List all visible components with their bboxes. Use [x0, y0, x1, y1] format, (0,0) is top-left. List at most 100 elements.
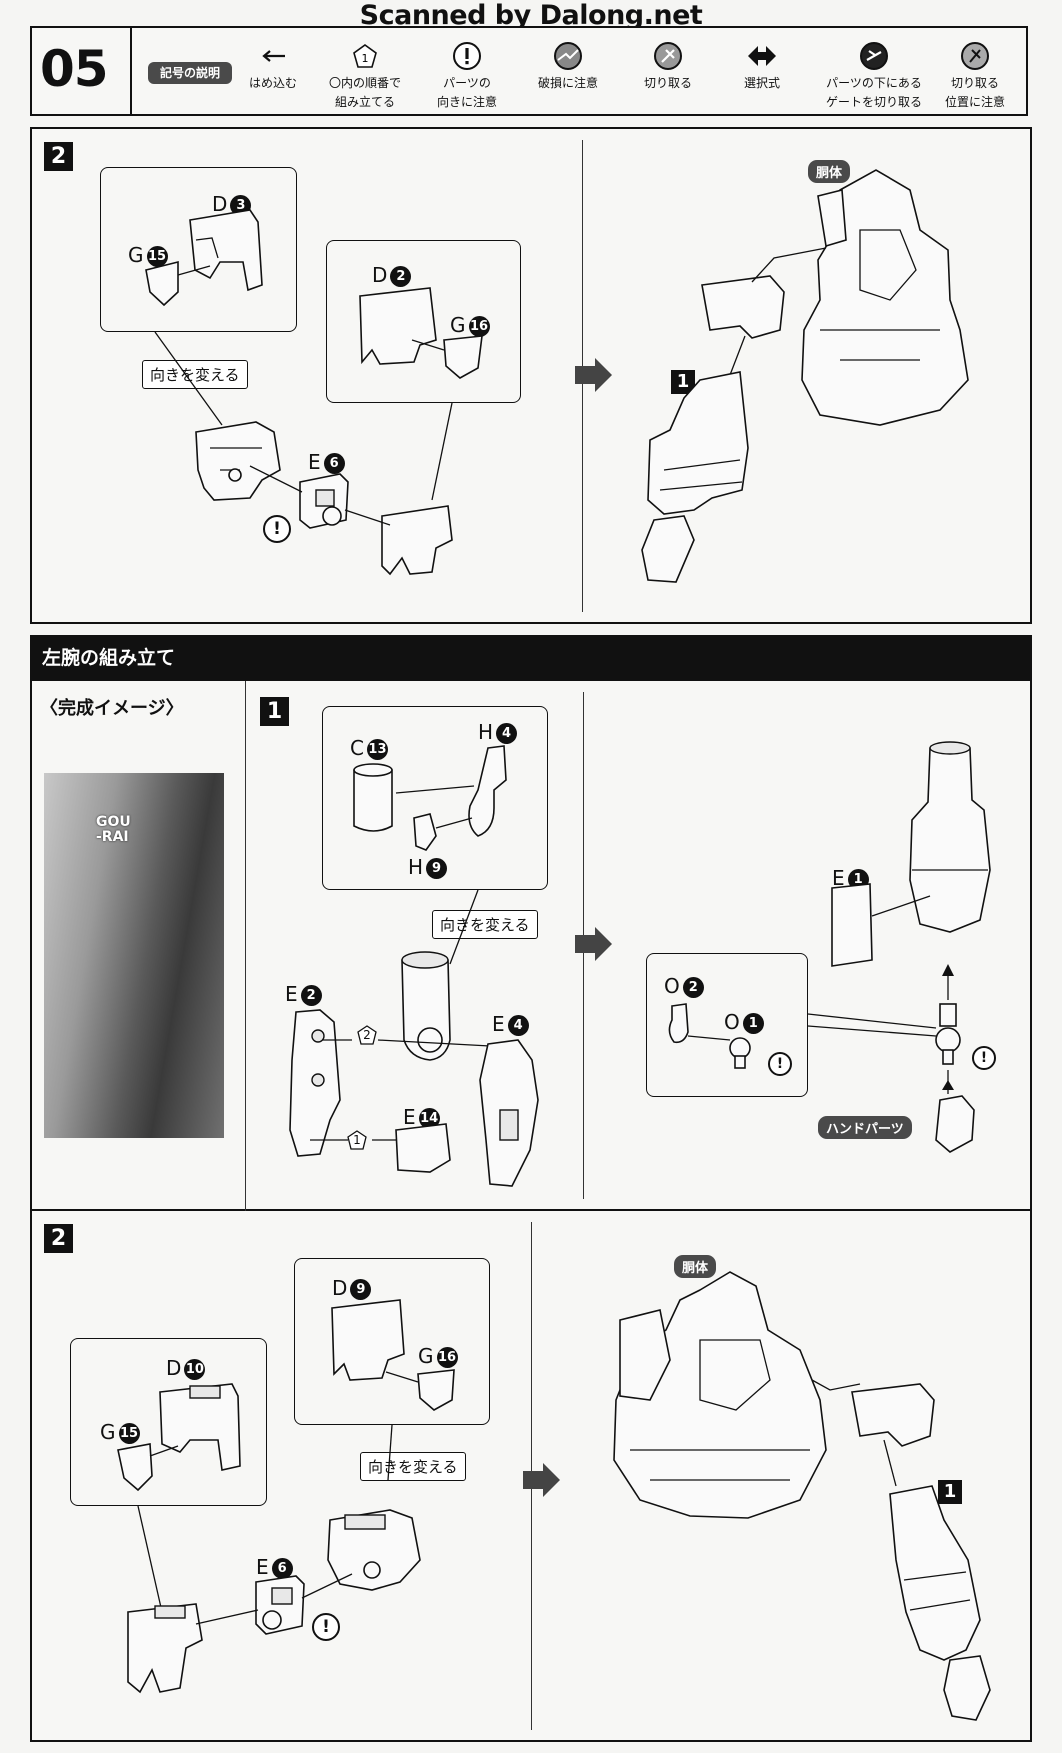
part-number: 16 [468, 316, 490, 337]
part-number: 6 [323, 453, 345, 474]
part-number: 2 [390, 266, 412, 287]
part-letter: C [350, 736, 364, 760]
legend-item-insert: はめ込む [218, 40, 328, 93]
part-number: 15 [146, 246, 168, 267]
complete-image-label: 〈完成イメージ〉 [40, 698, 184, 719]
part-letter: E [256, 1555, 269, 1579]
part-letter: H [408, 855, 424, 879]
part-number: 2 [300, 985, 322, 1006]
part-letter: O [724, 1010, 740, 1034]
part-number: 9 [426, 858, 448, 879]
pentagon-icon: 1 [353, 44, 377, 68]
order-marker-2: 2 [357, 1025, 377, 1045]
legend-text: 選択式 [743, 76, 780, 90]
part-letter: G [128, 243, 144, 267]
reorient-tag: 向きを変える [142, 360, 248, 389]
part-number: 1 [742, 1013, 764, 1034]
legend-text: 切り取る 位置に注意 [944, 76, 1005, 109]
part-letter: D [332, 1276, 348, 1300]
part-h9-drawing [413, 813, 437, 851]
legend-item-gate-cut: パーツの下にある ゲートを切り取る [812, 40, 936, 112]
part-g15-drawing [117, 1443, 153, 1492]
section-header: 左腕の組み立て [30, 635, 1032, 681]
complete-image-divider [245, 681, 246, 1211]
part-o2-drawing [668, 1003, 689, 1044]
part-o1-drawing [729, 1037, 751, 1069]
big-arrow-icon [575, 358, 612, 392]
cut-icon [654, 42, 682, 70]
part-d2-drawing [359, 287, 437, 365]
legend-item-cut-position: 切り取る 位置に注意 [920, 40, 1030, 112]
warning-icon: ! [972, 1046, 996, 1070]
gate-cut-icon [860, 42, 888, 70]
legend-text: パーツの下にある ゲートを切り取る [825, 76, 922, 109]
torso-tag: 胴体 [674, 1255, 717, 1278]
part-number: 9 [350, 1279, 372, 1300]
part-letter: O [664, 974, 680, 998]
part-letter: H [478, 720, 494, 744]
part-e6-drawing [255, 1575, 305, 1635]
big-arrow-icon [575, 927, 612, 961]
arm-drawing [889, 1485, 991, 1721]
hand-parts-tag: ハンドパーツ [818, 1116, 912, 1139]
svg-text:1: 1 [362, 52, 369, 65]
complete-image-photo [44, 773, 224, 1138]
legend-text: はめ込む [248, 76, 297, 90]
legend-item-choice: 選択式 [707, 40, 817, 93]
warning-icon: ! [263, 515, 291, 543]
legend-item-order: 1 〇内の順番で 組み立てる [310, 40, 420, 112]
exclamation-icon [453, 42, 481, 70]
watermark-text: Scanned by Dalong.net [359, 0, 703, 31]
order-number: 2 [363, 1028, 371, 1042]
pentagon-icon [357, 1025, 377, 1045]
sub-assembly-upper-drawing [195, 421, 281, 501]
shoulder-drawing [851, 1383, 935, 1447]
arm-drawing [641, 371, 749, 583]
lower-arm-assembly-drawing [909, 741, 991, 933]
wrist-joint-drawing [935, 1003, 961, 1065]
big-arrow-icon [523, 1463, 560, 1497]
sub-assembly-lower-drawing [127, 1603, 203, 1694]
part-h4-drawing [468, 745, 507, 837]
part-letter: D [166, 1356, 182, 1380]
legend-divider [130, 28, 132, 114]
part-g16-drawing [417, 1369, 455, 1411]
page-step-number: 05 [40, 40, 109, 98]
part-d10-drawing [159, 1383, 241, 1471]
step-badge: 2 [44, 1224, 73, 1253]
photo-logo-text: GOU -RAI [96, 814, 131, 845]
part-number: 4 [496, 723, 518, 744]
legend-text: 〇内の順番で 組み立てる [328, 76, 401, 109]
part-e2-drawing [289, 1009, 341, 1157]
legend-text: パーツの 向きに注意 [436, 76, 497, 109]
part-number: 2 [682, 977, 704, 998]
part-letter: E [832, 866, 845, 890]
arrow-left-icon [262, 50, 285, 62]
sub-assembly-lower-drawing [381, 505, 453, 576]
choice-arrow-icon [748, 46, 776, 66]
part-g16-drawing [443, 335, 483, 379]
part-number: 13 [366, 739, 388, 760]
order-number: 1 [353, 1133, 361, 1147]
order-marker-1: 1 [347, 1130, 367, 1150]
part-letter: E [492, 1012, 505, 1036]
upper-arm-assembly-drawing [401, 951, 451, 1061]
sub-assembly-upper-drawing [327, 1509, 421, 1591]
part-letter: G [418, 1344, 434, 1368]
step-badge: 2 [44, 142, 73, 171]
part-e14-drawing [395, 1123, 451, 1173]
part-number: 14 [418, 1108, 440, 1129]
